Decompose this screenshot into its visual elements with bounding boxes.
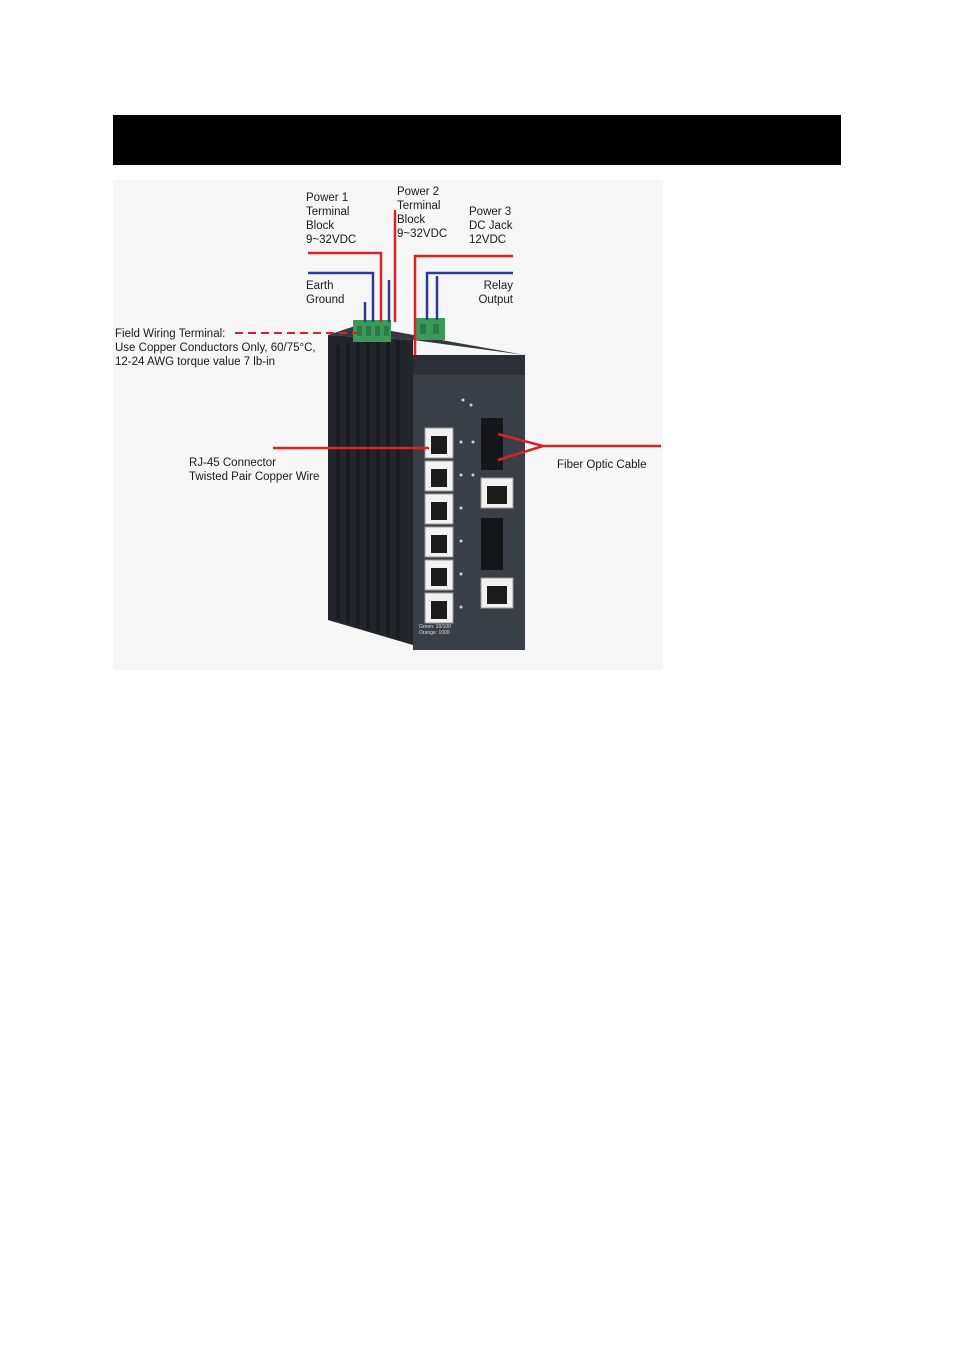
section-header-bar (113, 115, 841, 165)
fiber-optic-label: Fiber Optic Cable (557, 459, 647, 471)
power1-label: Power 1 Terminal Block 9~32VDC (306, 192, 357, 246)
fiber-port-2 (481, 518, 503, 570)
power2-label: Power 2 Terminal Block 9~32VDC (397, 186, 448, 240)
fiber-port-1 (481, 418, 503, 470)
power3-label: Power 3 DC Jack 12VDC (469, 206, 513, 246)
relay-terminal-block (415, 318, 445, 340)
power1-terminal-block (353, 320, 391, 342)
field-wiring-label: Field Wiring Terminal: Use Copper Conduc… (115, 328, 316, 368)
relay-output-label: Relay Output (478, 280, 513, 306)
switch-illustration (235, 210, 661, 650)
device-side-panel (328, 335, 413, 645)
rj45-connector-label: RJ-45 Connector Twisted Pair Copper Wire (189, 457, 320, 483)
panel-legend-note: Green: 10/100 Orange: 1000 (419, 624, 451, 636)
switch-wiring-figure: Power 1 Terminal Block 9~32VDC Power 2 T… (113, 180, 663, 670)
earth-ground-label: Earth Ground (306, 280, 345, 306)
